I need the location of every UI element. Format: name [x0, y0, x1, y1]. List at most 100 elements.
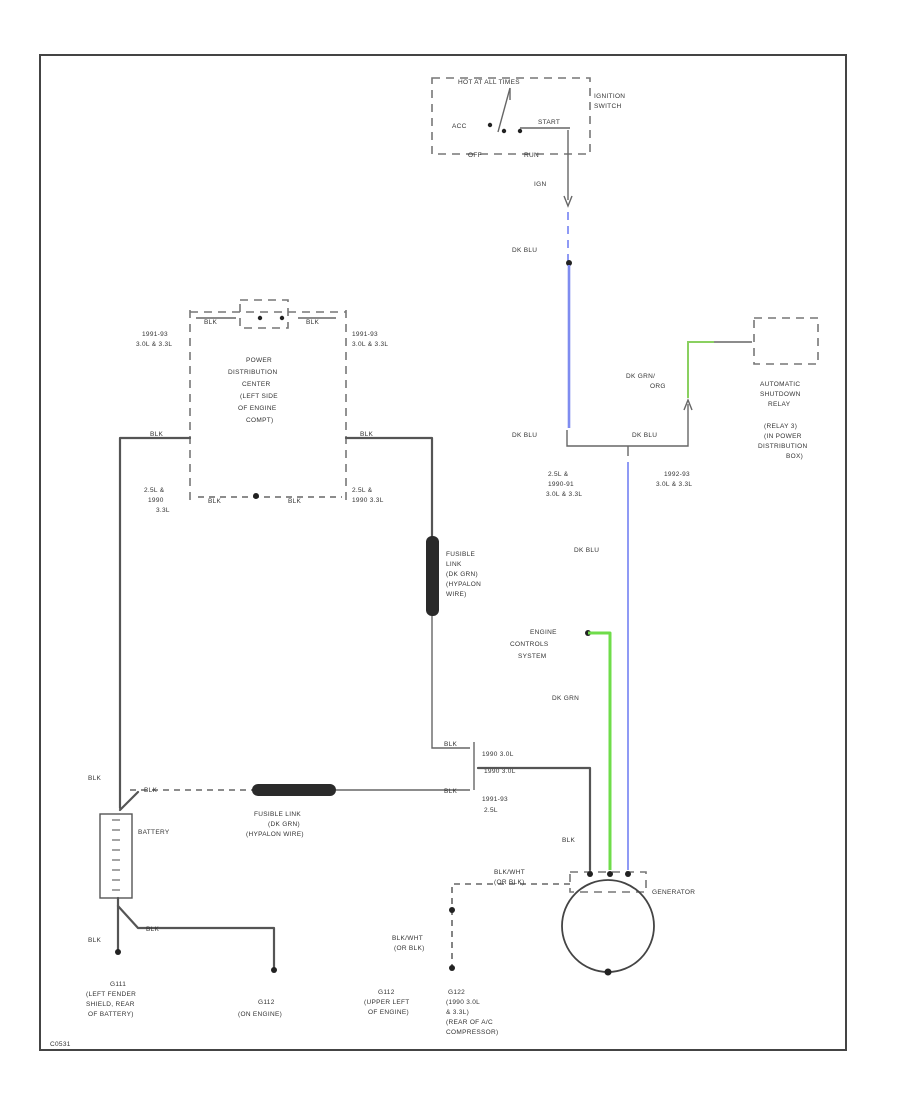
engine-controls-3: SYSTEM [518, 653, 547, 660]
ign-connector-icon [563, 195, 573, 208]
battery-to-engine-ground-wire [116, 904, 276, 970]
conn-top-note: 1990 3.0L [482, 751, 514, 758]
start-label: START [538, 119, 560, 126]
pdc-left-top-2: 3.0L & 3.3L [136, 341, 172, 348]
blk-pdc-right-label: BLK [360, 431, 374, 438]
dk-blu-top-label: DK BLU [512, 247, 537, 254]
battery: BATTERY [99, 813, 170, 899]
blk-fusible-right-label: BLK [444, 788, 458, 795]
pdc-fuse-right-label: BLK [306, 319, 320, 326]
generator-body [561, 879, 655, 973]
note-25-left-1: 2.5L & [548, 471, 569, 478]
note-25-left-3: 3.0L & 3.3L [546, 491, 582, 498]
engine-controls-1: ENGINE [530, 629, 557, 636]
pdc-center-3: CENTER [242, 381, 271, 388]
asd-relay-line-5: (IN POWER [764, 433, 802, 440]
g112-engine-ground-dot [271, 967, 277, 973]
dk-blu-right-label: DK BLU [632, 432, 657, 439]
g122-1: G122 [448, 989, 465, 996]
g122-3: & 3.3L) [446, 1009, 469, 1016]
generator-label: GENERATOR [652, 889, 695, 896]
pdc-left-bottom-3: 3.3L [156, 507, 170, 514]
generator-ground-dot [604, 968, 612, 976]
fusible-horiz-3: (HYPALON WIRE) [246, 831, 304, 838]
generator-connector-box [569, 871, 647, 893]
pdc-center-4: (LEFT SIDE [240, 393, 278, 400]
g112-engine-1: G112 [258, 999, 275, 1006]
pdc-center-1: POWER [246, 357, 272, 364]
fusible-link-vertical [426, 536, 439, 616]
pdc-center-2: DISTRIBUTION [228, 369, 277, 376]
pdc-blk-bottom-1: BLK [208, 498, 222, 505]
note-1992-right-2: 3.0L & 3.3L [656, 481, 692, 488]
conn-mid-note2: 2.5L [484, 807, 498, 814]
asd-relay-label: AUTOMATIC SHUTDOWN RELAY (RELAY 3) (IN P… [758, 381, 807, 460]
fusible-vert-2: LINK [446, 561, 462, 568]
blk-battery-ground-label: BLK [88, 937, 102, 944]
g122-5: COMPRESSOR) [446, 1029, 498, 1036]
fusible-vert-1: FUSIBLE [446, 551, 476, 558]
asd-relay-line-3: RELAY [768, 401, 791, 408]
blk-wht-top-2: (OR BLK) [494, 879, 525, 886]
asd-relay-line-6: DISTRIBUTION [758, 443, 807, 450]
ignition-switch: HOT AT ALL TIMES ACC OFF RUN START IGNIT… [431, 77, 625, 159]
dk-grn-org-label-2: ORG [650, 383, 666, 390]
blk-conn-top-label: BLK [444, 741, 458, 748]
pdc-fuse-left-label: BLK [204, 319, 218, 326]
g111-3: SHIELD, REAR [86, 1001, 135, 1008]
g112-upper-2: (UPPER LEFT [364, 999, 410, 1006]
asd-relay-line-4: (RELAY 3) [764, 423, 797, 430]
pdc-fuse-block [239, 299, 289, 329]
g111-2: (LEFT FENDER [86, 991, 136, 998]
pdc-to-fusible-wire [344, 436, 434, 542]
asd-relay-line-7: BOX) [786, 453, 803, 460]
dk-grn-engine-wire [588, 631, 612, 870]
pdc-bottom-dot [253, 493, 259, 499]
pdc-left-top-1: 1991-93 [142, 331, 168, 338]
acc-contact [487, 122, 493, 128]
blk-battery-bottom-label: BLK [146, 926, 160, 933]
g112-upper-3: OF ENGINE) [368, 1009, 409, 1016]
g112-engine-2: (ON ENGINE) [238, 1011, 282, 1018]
asd-relay-line-1: AUTOMATIC [760, 381, 800, 388]
fusible-vert-5: WIRE) [446, 591, 467, 598]
note-25-left-2: 1990-91 [548, 481, 574, 488]
blk-pdc-left-label: BLK [150, 431, 164, 438]
fusible-to-connector-wire [431, 616, 470, 749]
ignition-switch-label-1: IGNITION [594, 93, 625, 100]
g112-upper-1: G112 [378, 989, 395, 996]
dk-blu-vertical-label: DK BLU [574, 547, 599, 554]
g111-ground-dot [115, 949, 121, 955]
conn-blk-note: 1990 3.0L [484, 768, 516, 775]
blk-wht-mid-1: BLK/WHT [392, 935, 423, 942]
blk-battery-left-label: BLK [88, 775, 102, 782]
blk-generator-wire [476, 766, 592, 872]
dk-grn-label: DK GRN [552, 695, 579, 702]
pdc-left-bottom-1: 2.5L & [144, 487, 165, 494]
generator-term-blu [625, 871, 631, 877]
asd-connector-icon [683, 398, 693, 411]
connector-bridge [566, 430, 689, 447]
run-contact [517, 128, 523, 134]
ignition-switch-label-2: SWITCH [594, 103, 621, 110]
power-distribution-center: BLK BLK 1991-93 3.0L & 3.3L 1991-93 3.0L… [136, 299, 388, 514]
conn-mid-note: 1991-93 [482, 796, 508, 803]
pdc-fuse-dot-right [279, 315, 285, 321]
g122-4: (REAR OF A/C [446, 1019, 493, 1026]
ignition-switch-box [431, 77, 591, 155]
asd-relay-box [753, 317, 819, 365]
fusible-link-horizontal [252, 784, 336, 796]
pdc-right-top-1: 1991-93 [352, 331, 378, 338]
dk-blu-left-label: DK BLU [512, 432, 537, 439]
battery-label: BATTERY [138, 829, 170, 836]
pdc-blk-bottom-2: BLK [288, 498, 302, 505]
battery-feed [118, 790, 140, 812]
pdc-center-5: OF ENGINE [238, 405, 277, 412]
hot-at-all-times-label: HOT AT ALL TIMES [458, 79, 520, 86]
generator-ground-dashed [451, 883, 570, 968]
note-1992-right-1: 1992-93 [664, 471, 690, 478]
generator-term-blk [587, 871, 593, 877]
blk-wht-mid-2: (OR BLK) [394, 945, 425, 952]
pdc-fuse-dot-left [257, 315, 263, 321]
off-contact [501, 128, 507, 134]
